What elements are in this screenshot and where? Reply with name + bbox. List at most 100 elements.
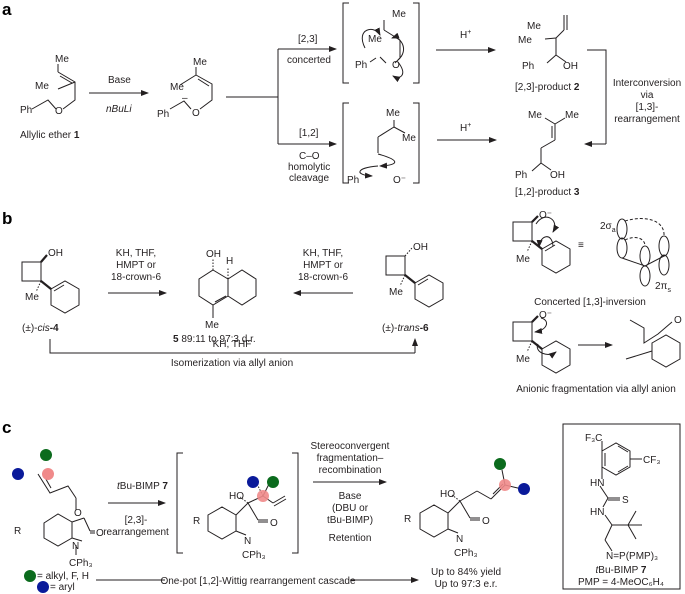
- pi-label: 2πs: [655, 281, 671, 294]
- stereocenter-highlight: [499, 479, 511, 491]
- product-5-label: 5 89:11 to 97:3 d.r.: [173, 334, 256, 345]
- ph-atom: Ph: [522, 61, 534, 72]
- conditions-text: 18-crown-6: [111, 272, 161, 283]
- ph-atom: Ph: [157, 109, 169, 120]
- oh-atom: OH: [413, 242, 428, 253]
- interconversion-text: Interconversion: [613, 78, 681, 89]
- hn-group: HN: [590, 507, 604, 518]
- stereocenter-highlight: [42, 468, 54, 480]
- rearr-label: [2,3]-: [125, 515, 148, 526]
- product-3-label: [1,2]-product 3: [515, 187, 580, 198]
- me-atom: Me: [565, 110, 579, 121]
- oh-atom: OH: [550, 170, 565, 181]
- yield-text: Up to 84% yield: [431, 567, 501, 578]
- transition-state-23: Me Me Ph O: [342, 2, 420, 84]
- hn-group: HN: [590, 478, 604, 489]
- me-atom: Me: [518, 35, 532, 46]
- cph3-group: CPh₃: [454, 548, 478, 559]
- panel-label-a: a: [2, 0, 12, 19]
- n-atom: N: [72, 541, 79, 552]
- blue-substituent: [12, 468, 24, 480]
- o-atom: O: [674, 315, 682, 326]
- catalyst-name: tBu-BIMP 7: [596, 565, 647, 576]
- me-atom: Me: [386, 108, 400, 119]
- trans-6-structure: OH Me: [385, 242, 444, 308]
- me-atom: Me: [516, 354, 530, 365]
- equivalence-symbol: ≡: [578, 240, 584, 251]
- oh-atom: OH: [206, 249, 221, 260]
- interconversion-text: [1,3]-: [636, 102, 659, 113]
- conditions-text: 18-crown-6: [298, 272, 348, 283]
- me-atom: Me: [402, 133, 416, 144]
- catalyst-label: tBu-BIMP 7: [117, 481, 168, 492]
- isomerization-caption: Isomerization via allyl anion: [171, 358, 293, 369]
- panel-label-b: b: [2, 209, 12, 228]
- conditions-text: HMPT or: [303, 260, 343, 271]
- label-co: C–O: [299, 151, 320, 162]
- label-12: [1,2]: [299, 128, 319, 139]
- legend-green-text: = alkyl, F, H: [37, 571, 89, 582]
- rearranged-intermediate: HO O R N CPh₃: [176, 452, 299, 561]
- r-group: R: [404, 514, 411, 525]
- me-atom: Me: [35, 81, 49, 92]
- s-atom: S: [622, 495, 629, 506]
- ph-atom: Ph: [355, 60, 367, 71]
- cis-4-label: (±)-cis-4: [22, 323, 59, 334]
- product-3-structure: Me Me Ph OH: [515, 110, 579, 181]
- me-atom: Me: [25, 292, 39, 303]
- o-atom: O: [482, 516, 490, 527]
- product-5-structure: OH H Me: [198, 249, 257, 331]
- label-cleavage: cleavage: [289, 173, 329, 184]
- me-atom: Me: [528, 110, 542, 121]
- anion-charge: –: [182, 93, 188, 104]
- blue-substituent: [518, 483, 530, 495]
- proton-label: H+: [460, 122, 471, 134]
- o-atom: O: [192, 108, 200, 119]
- rearr-label: rearrangement: [103, 527, 169, 538]
- me-atom: Me: [55, 54, 69, 65]
- legend-blue-text: = aryl: [50, 582, 75, 593]
- iminophosphorane-group: N=P(PMP)₃: [606, 551, 658, 562]
- one-pot-caption: One-pot [1,2]-Wittig rearrangement casca…: [160, 576, 356, 587]
- legend-blue-dot: [37, 581, 49, 593]
- cis-4-structure: OH Me: [21, 248, 80, 314]
- r-group: R: [14, 526, 21, 537]
- isomerization-reagent: KH, THF: [213, 339, 252, 350]
- o-atom: O: [270, 518, 278, 529]
- anionic-fragmentation-structure: O⁻ Me: [512, 310, 571, 374]
- label-homolytic: homolytic: [288, 162, 330, 173]
- me-atom: Me: [527, 21, 541, 32]
- concerted-caption: Concerted [1,3]-inversion: [534, 297, 646, 308]
- orbital-diagram: 2σa 2πs: [600, 218, 671, 294]
- proton-label: H+: [460, 29, 471, 41]
- o-atom: O: [96, 528, 104, 539]
- me-atom: Me: [516, 254, 530, 265]
- oh-atom: OH: [48, 248, 63, 259]
- sigma-label: 2σa: [600, 221, 616, 234]
- pmp-definition: PMP = 4-MeOC₆H₄: [578, 577, 664, 588]
- catalyst-box: F₃C CF₃ HN S HN N=P(PMP)₃ tBu-BIMP 7 PMP…: [562, 423, 681, 590]
- h-atom: H: [226, 256, 233, 267]
- label-concerted: concerted: [287, 55, 331, 66]
- green-substituent: [267, 476, 279, 488]
- me-atom: Me: [205, 320, 219, 331]
- oxindole-ether-structure: O O R N CPh₃: [12, 449, 104, 569]
- trans-6-label: (±)-trans-6: [382, 323, 429, 334]
- me-atom: Me: [193, 57, 207, 68]
- frag-text: fragmentation–: [317, 453, 384, 464]
- conditions-text: KH, THF,: [116, 248, 156, 259]
- interconversion-text: via: [641, 90, 654, 101]
- me-atom: Me: [368, 34, 382, 45]
- conditions-text: KH, THF,: [303, 248, 343, 259]
- ph-atom: Ph: [20, 105, 32, 116]
- label-23: [2,3]: [298, 34, 318, 45]
- ph-atom: Ph: [515, 170, 527, 181]
- n-atom: N: [244, 536, 251, 547]
- ho-atom: HO: [229, 491, 244, 502]
- cf3-group: F₃C: [585, 433, 602, 444]
- me-atom: Me: [392, 9, 406, 20]
- o-minus-atom: O⁻: [539, 210, 552, 221]
- product-2-structure: Me Me Ph OH: [518, 15, 578, 72]
- me-atom: Me: [170, 82, 184, 93]
